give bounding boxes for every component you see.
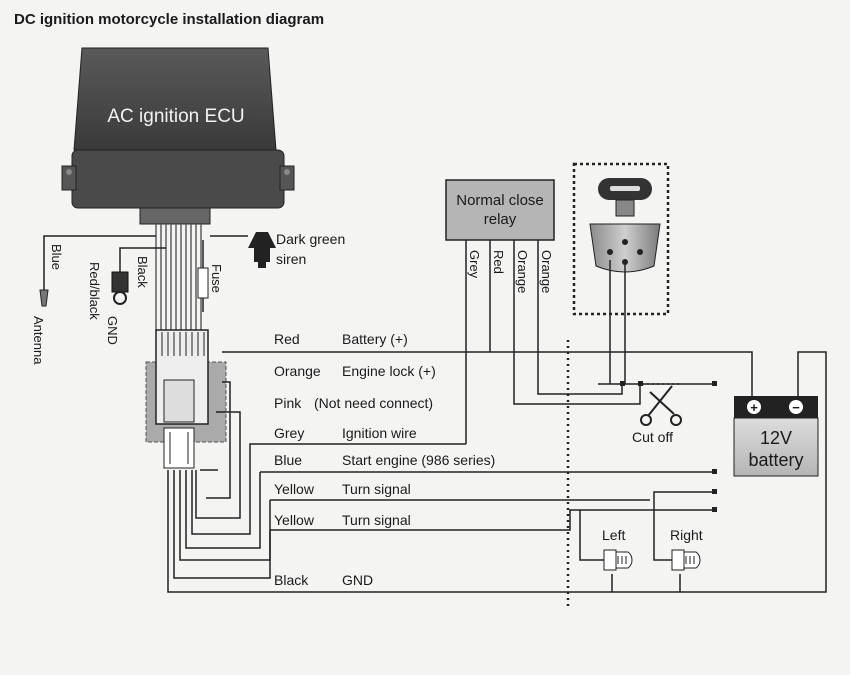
ignition-switch — [572, 162, 670, 316]
siren: Dark green siren — [210, 231, 345, 268]
relay-label-line1: Normal close — [456, 192, 544, 209]
wire-color-label: Red — [274, 331, 300, 347]
relay-wire-label: Orange — [515, 250, 530, 293]
fuse-icon — [197, 267, 209, 299]
left-bulb-icon — [615, 551, 633, 569]
battery-minus-icon: − — [792, 400, 800, 415]
relay-wire-label: Red — [491, 250, 506, 274]
battery-plus-icon: + — [750, 400, 758, 415]
ignition-wires — [598, 260, 753, 396]
wire-color-label: Black — [274, 572, 309, 588]
right-bulb-icon — [683, 551, 701, 569]
wire-color-label: Blue — [274, 452, 302, 468]
wire-color-label: Pink — [274, 395, 302, 411]
wire-function-label: Ignition wire — [342, 425, 417, 441]
ecu-label: AC ignition ECU — [107, 106, 244, 127]
antenna-icon — [39, 289, 49, 307]
wire-function-label: Engine lock (+) — [342, 363, 436, 379]
wire-color-label: Yellow — [274, 481, 315, 497]
wire-color-label: Grey — [274, 425, 304, 441]
right-lamp-label: Right — [670, 527, 703, 543]
wire-function-label: Turn signal — [342, 512, 411, 528]
wire-function-label: Start engine (986 series) — [342, 452, 495, 468]
right-lamp: Right — [670, 527, 703, 571]
normal-close-relay: Normal close relay — [445, 179, 555, 241]
diagram-title: DC ignition motorcycle installation diag… — [14, 11, 324, 28]
battery-voltage-label: 12V — [760, 428, 792, 448]
siren-color-label: Dark green — [276, 231, 345, 247]
siren-icon — [248, 232, 276, 248]
wire-color-label: Yellow — [274, 512, 315, 528]
left-lamp-label: Left — [602, 527, 625, 543]
antenna-label: Antenna — [31, 316, 46, 365]
wire-function-label: GND — [342, 572, 373, 588]
red-black-wire-label: Red/black — [87, 262, 102, 320]
battery: + − 12V battery — [733, 396, 819, 477]
left-side-wires — [43, 235, 204, 312]
battery-label: battery — [748, 450, 803, 470]
cut-off-label: Cut off — [632, 429, 673, 445]
fuse-label: Fuse — [209, 264, 224, 293]
left-lamp: Left — [602, 527, 633, 571]
gnd-ring-icon — [113, 291, 127, 305]
ecu-module: AC ignition ECU — [61, 47, 295, 225]
relay-wires — [465, 240, 641, 444]
siren-label: siren — [276, 251, 306, 267]
wire-function-label: Turn signal — [342, 481, 411, 497]
wire-harness — [155, 224, 202, 330]
gnd-terminal-icon — [111, 271, 129, 293]
harness-connector — [145, 329, 227, 469]
output-wires — [167, 351, 827, 593]
relay-wire-label: Orange — [539, 250, 554, 293]
wire-color-label: Orange — [274, 363, 321, 379]
black-wire-label: Black — [135, 256, 150, 288]
scissors-icon — [640, 385, 682, 426]
gnd-label: GND — [105, 316, 120, 345]
turn-signal-wires — [579, 491, 716, 592]
blue-wire-label: Blue — [49, 244, 64, 270]
relay-wire-label: Grey — [467, 250, 482, 279]
wire-function-label: Battery (+) — [342, 331, 408, 347]
relay-label-line2: relay — [484, 211, 517, 228]
wire-function-label: (Not need connect) — [314, 395, 433, 411]
